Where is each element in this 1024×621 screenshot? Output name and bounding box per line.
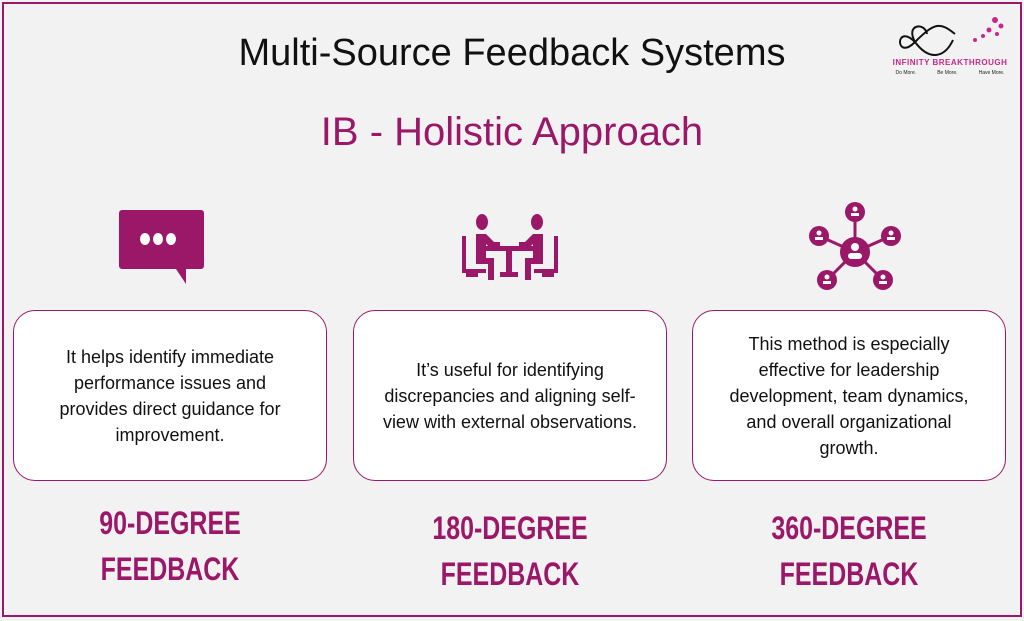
- network-icon: [809, 202, 901, 290]
- label-line1: 360-DEGREE: [771, 510, 927, 546]
- label-line2: FEEDBACK: [100, 551, 240, 587]
- label-line1: 90-DEGREE: [99, 505, 241, 541]
- label-line1: 180-DEGREE: [432, 510, 588, 546]
- tagline-3: Have More.: [978, 70, 1005, 76]
- page-subtitle: IB - Holistic Approach: [320, 110, 704, 154]
- card-180-description: It’s useful for identifying discrepancie…: [353, 310, 667, 481]
- label-line2: FEEDBACK: [779, 556, 919, 592]
- card-90-description: It helps identify immediate performance …: [13, 310, 327, 481]
- card-360-description: This method is especially effective for …: [692, 310, 1006, 481]
- speech-bubble-icon: [119, 210, 204, 284]
- card-90-label: 90-DEGREE FEEDBACK: [48, 500, 293, 592]
- label-line2: FEEDBACK: [440, 556, 580, 592]
- page-title: Multi-Source Feedback Systems: [238, 32, 786, 74]
- meeting-icon: [462, 214, 558, 280]
- logo-tagline: Do More. Be More. Have More.: [885, 70, 1015, 76]
- infinity-butterfly-icon: [899, 17, 1004, 56]
- card-180-label: 180-DEGREE FEEDBACK: [388, 505, 633, 597]
- tagline-2: Be More.: [937, 70, 958, 76]
- tagline-1: Do More.: [895, 70, 917, 76]
- logo: INFINITY BREAKTHROUGH Do More. Be More. …: [885, 12, 1015, 82]
- card-360-label: 360-DEGREE FEEDBACK: [727, 505, 972, 597]
- logo-name: INFINITY BREAKTHROUGH: [892, 58, 1008, 67]
